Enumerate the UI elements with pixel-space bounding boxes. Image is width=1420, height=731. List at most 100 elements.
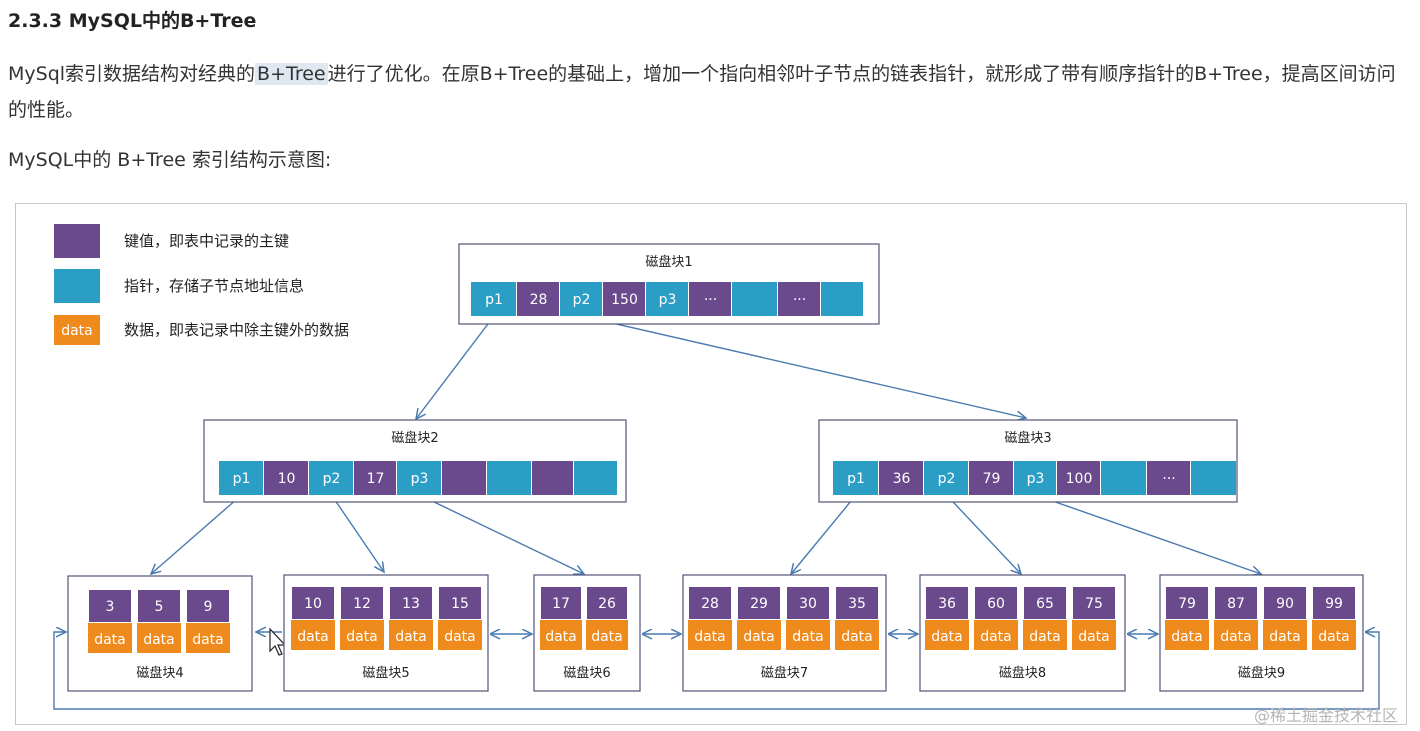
leaf-key-label: 75 (1085, 596, 1103, 612)
diagram-caption: MySQL中的 B+Tree 索引结构示意图: (8, 149, 332, 171)
mouse-cursor-icon (269, 627, 287, 656)
leaf-data-cell (835, 620, 879, 650)
disk-block-title: 磁盘块1 (645, 254, 692, 270)
leaf-key-cell (975, 587, 1017, 619)
disk-block-title: 磁盘块4 (136, 665, 183, 681)
leaf-key-label: 3 (106, 599, 115, 615)
pointer-label: p3 (411, 471, 429, 487)
leaf-data-cell (137, 623, 181, 653)
leaf-data-cell (540, 620, 582, 650)
key-label: 28 (530, 292, 548, 308)
pointer-cell (309, 461, 353, 495)
leaf-data-cell (925, 620, 969, 650)
legend-swatch-label: data (61, 323, 93, 339)
leaf-key-label: 15 (451, 596, 469, 612)
key-cell (532, 461, 573, 495)
leaf-data-cell (586, 620, 628, 650)
leaf-data-label: data (931, 629, 963, 645)
leaf-data-cell (1312, 620, 1356, 650)
pointer-cell (574, 461, 617, 495)
leaf-data-cell (786, 620, 830, 650)
pointer-arrow (945, 494, 1022, 574)
disk-block-title: 磁盘块3 (1004, 430, 1051, 446)
leaf-key-cell (1313, 587, 1355, 619)
leaf-data-label: data (1318, 629, 1350, 645)
pointer-cell (646, 282, 688, 316)
leaf-key-cell (390, 587, 432, 619)
watermark-text: @稀土掘金技术社区 (1254, 706, 1398, 724)
leaf-key-cell (926, 587, 968, 619)
key-label: 79 (983, 471, 1001, 487)
pointer-cell (821, 282, 863, 316)
disk-block-title: 磁盘块7 (761, 665, 808, 681)
key-cell (879, 461, 923, 495)
leaf-data-label: data (841, 629, 873, 645)
leaf-data-cell (1072, 620, 1116, 650)
leaf-key-cell (341, 587, 383, 619)
legend-swatch-key (54, 224, 100, 258)
leaf-data-cell (186, 623, 230, 653)
key-cell (264, 461, 308, 495)
leaf-data-label: data (297, 629, 329, 645)
leaf-key-cell (1073, 587, 1115, 619)
disk-block-title: 磁盘块8 (999, 665, 1046, 681)
leaf-key-cell (439, 587, 481, 619)
leaf-data-label: data (591, 629, 623, 645)
leaf-data-label: data (694, 629, 726, 645)
leaf-data-label: data (143, 632, 175, 648)
key-cell (354, 461, 396, 495)
leaf-key-cell (1215, 587, 1257, 619)
key-cell (1147, 461, 1190, 495)
leaf-key-label: 10 (304, 596, 322, 612)
disk-block-title: 磁盘块5 (362, 665, 409, 681)
leaf-key-label: 5 (155, 599, 164, 615)
leaf-data-cell (438, 620, 482, 650)
leaf-data-cell (1165, 620, 1209, 650)
leaf-data-label: data (1171, 629, 1203, 645)
pointer-cell (471, 282, 516, 316)
pointer-cell (560, 282, 602, 316)
leaf-key-cell (836, 587, 878, 619)
leaf-data-label: data (545, 629, 577, 645)
leaf-data-label: data (1029, 629, 1061, 645)
leaf-data-label: data (94, 632, 126, 648)
leaf-data-cell (389, 620, 433, 650)
leaf-key-cell (138, 590, 180, 622)
pointer-cell (1101, 461, 1146, 495)
leaf-key-cell (541, 587, 581, 619)
leaf-data-label: data (444, 629, 476, 645)
intro-text-before: MySql索引数据结构对经典的 (8, 63, 256, 85)
leaf-data-cell (88, 623, 132, 653)
pointer-cell (1191, 461, 1236, 495)
key-label: ··· (704, 292, 717, 308)
pointer-arrow (416, 315, 495, 419)
pointer-label: p2 (938, 471, 956, 487)
disk-block-title: 磁盘块2 (391, 430, 438, 446)
pointer-label: p1 (485, 292, 503, 308)
leaf-key-cell (1024, 587, 1066, 619)
leaf-data-cell (291, 620, 335, 650)
legend-label-data: 数据，即表记录中除主键外的数据 (124, 321, 349, 339)
key-cell (778, 282, 820, 316)
legend-label-key: 键值，即表中记录的主键 (124, 232, 289, 250)
leaf-key-label: 36 (938, 596, 956, 612)
pointer-arrow (791, 494, 857, 574)
key-label: ··· (1162, 471, 1175, 487)
pointer-label: p2 (323, 471, 341, 487)
key-label: 17 (367, 471, 385, 487)
highlighted-term: B+Tree (255, 63, 328, 85)
leaf-key-label: 79 (1178, 596, 1196, 612)
key-label: 10 (278, 471, 296, 487)
leaf-data-label: data (980, 629, 1012, 645)
circular-leaf-link (53, 632, 1380, 710)
key-cell (603, 282, 645, 316)
leaf-data-cell (737, 620, 781, 650)
legend-swatch-pointer (54, 269, 100, 303)
key-label: 100 (1066, 471, 1093, 487)
pointer-arrow (151, 494, 242, 574)
leaf-key-cell (1264, 587, 1306, 619)
key-label: 36 (893, 471, 911, 487)
leaf-data-label: data (192, 632, 224, 648)
leaf-key-label: 65 (1036, 596, 1054, 612)
